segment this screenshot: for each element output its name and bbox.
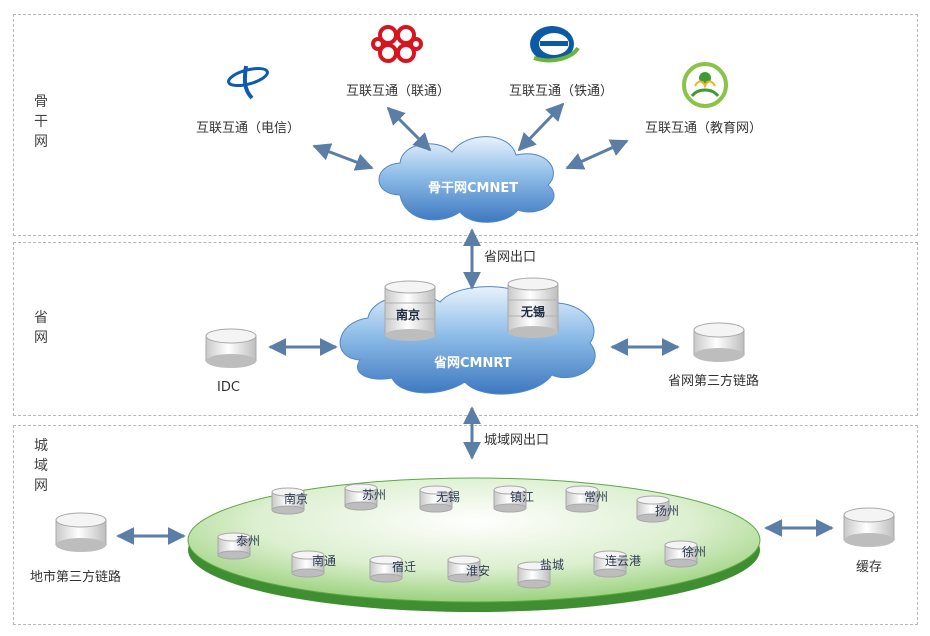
- city-disk-huaian: [447, 555, 481, 583]
- carrier-label-cernet: 互联互通（教育网）: [645, 121, 763, 136]
- city-label-nantong: 南通: [312, 554, 337, 568]
- city-disk-yancheng: [517, 561, 551, 589]
- backbone-cloud-icon: [378, 136, 555, 223]
- city-label-taizhou: 泰州: [236, 534, 261, 548]
- nanjing-node-disk-icon: [384, 280, 436, 341]
- city-disk-icons: [217, 483, 698, 589]
- city-disk-taizhou: [217, 532, 251, 560]
- backbone-cloud-label: 骨干网CMNET: [428, 181, 519, 196]
- metro-zone-label: 城域网: [34, 438, 48, 494]
- china-tietong-logo-icon: [530, 26, 580, 63]
- city-disk-suzhou: [344, 483, 378, 511]
- cache-disk-icon: [843, 507, 895, 547]
- city-label-wuxi: 无锡: [436, 490, 461, 504]
- city-label-changzhou: 常州: [584, 490, 609, 504]
- city-disk-lianyungang: [593, 550, 627, 578]
- city-disk-nantong: [291, 550, 325, 578]
- city-label-yancheng: 盐城: [540, 558, 565, 572]
- city-label-xuzhou: 徐州: [682, 545, 707, 559]
- nanjing-node-label: 南京: [396, 308, 421, 322]
- city-disk-suqian: [369, 555, 403, 583]
- link-arrows: [116, 102, 834, 545]
- provincial-third-party-label: 省网第三方链路: [668, 374, 760, 389]
- china-unicom-logo-icon: [371, 25, 423, 63]
- metro-disc: [187, 477, 761, 612]
- city-label-yangzhou: 扬州: [655, 504, 680, 518]
- provincial-zone-label: 省网: [34, 310, 48, 346]
- carrier-label-telecom: 互联互通（电信）: [196, 121, 301, 136]
- wuxi-node-disk-icon: [507, 277, 559, 338]
- city-disk-nanjing: [271, 487, 305, 515]
- carrier-label-tietong: 互联互通（铁通）: [509, 84, 614, 99]
- provincial-cloud-label: 省网CMNRT: [434, 356, 512, 371]
- province-exit-label: 省网出口: [484, 250, 537, 265]
- city-label-nanjing: 南京: [284, 492, 309, 506]
- city-disk-zhenjiang: [493, 485, 527, 513]
- city-label-suqian: 宿迁: [392, 560, 417, 574]
- provincial-third-party-disk-icon: [693, 322, 745, 362]
- city-label-suzhou: 苏州: [362, 488, 387, 502]
- local-third-party-label: 地市第三方链路: [30, 570, 122, 585]
- cernet-logo-icon: [682, 62, 728, 108]
- cache-label: 缓存: [856, 560, 883, 575]
- city-disk-xuzhou: [664, 540, 698, 568]
- idc-disk-icon: [205, 328, 257, 368]
- backbone-zone-label: 骨干网: [34, 94, 48, 150]
- wuxi-node-label: 无锡: [521, 305, 546, 319]
- city-label-huaian: 淮安: [466, 564, 491, 578]
- city-label-lianyungang: 连云港: [605, 554, 642, 568]
- local-third-party-disk-icon: [55, 512, 107, 552]
- city-disk-yangzhou: [636, 495, 670, 523]
- metro-exit-label: 城域网出口: [484, 433, 550, 448]
- idc-label: IDC: [217, 380, 240, 395]
- china-telecom-logo-icon: [227, 65, 269, 100]
- city-disk-changzhou: [565, 485, 599, 513]
- carrier-label-unicom: 互联互通（联通）: [346, 84, 451, 99]
- city-disk-wuxi: [419, 485, 453, 513]
- city-label-zhenjiang: 镇江: [510, 490, 535, 504]
